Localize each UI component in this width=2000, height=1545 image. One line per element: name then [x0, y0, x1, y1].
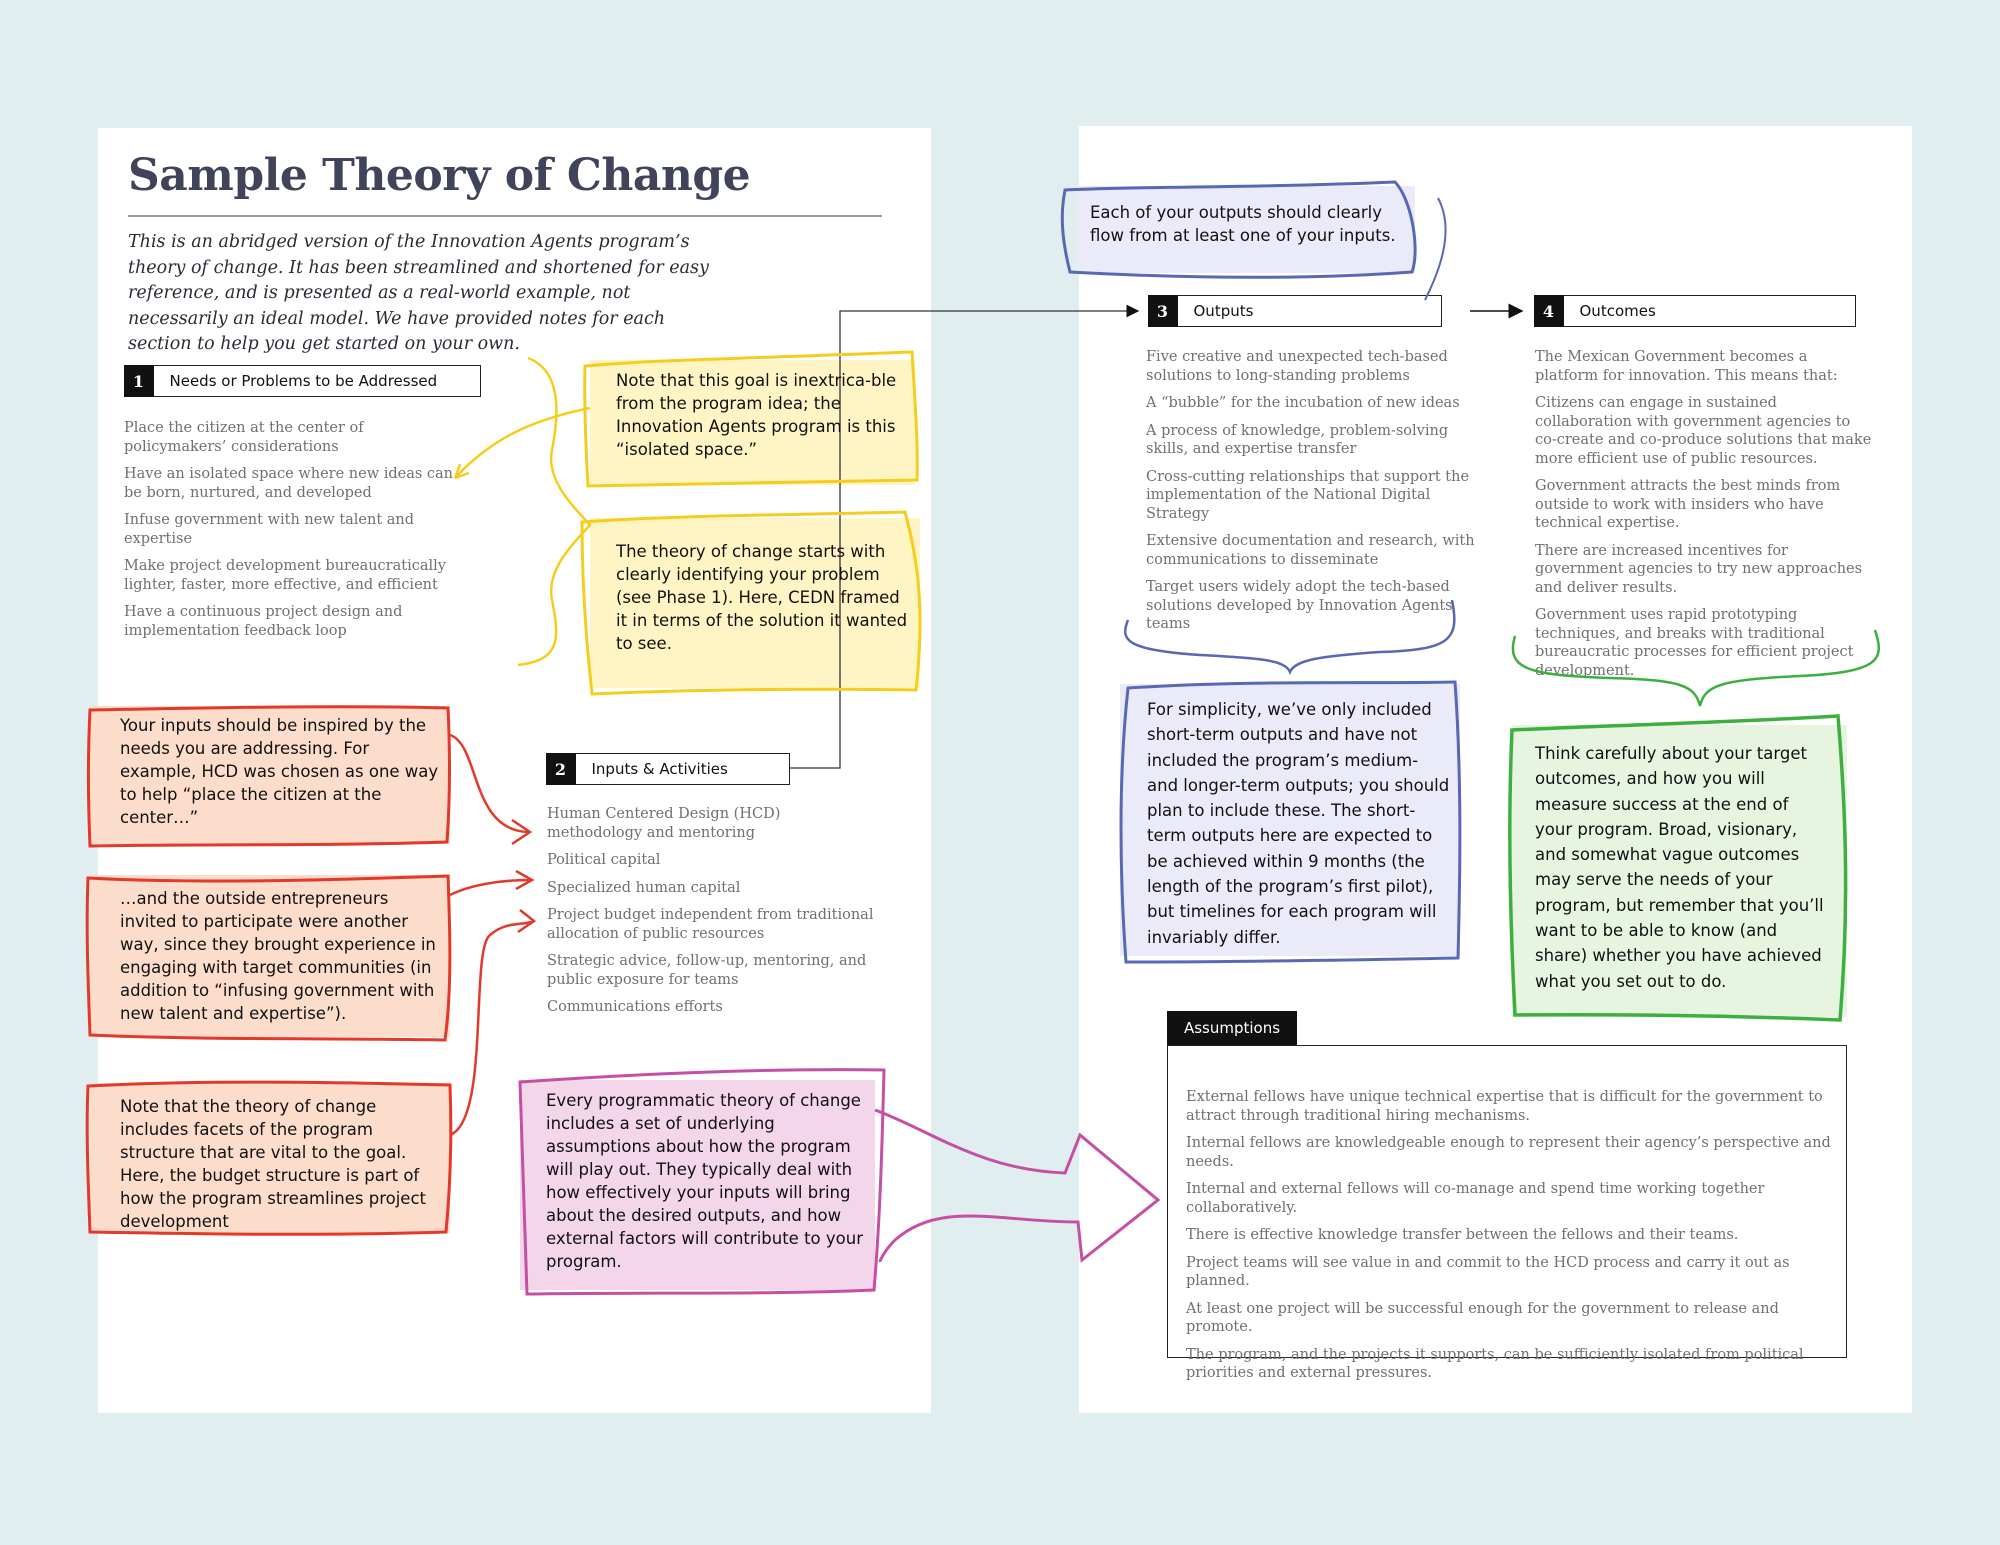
note-entrepreneurs: …and the outside entrepreneurs invited t… — [120, 887, 442, 1025]
inputs-item: Project budget independent from traditio… — [547, 907, 874, 942]
outcomes-item: Government attracts the best minds from … — [1535, 478, 1841, 531]
needs-brace — [517, 356, 592, 667]
needs-list: Place the citizen at the center of polic… — [124, 419, 469, 649]
assumptions-item: Internal and external fellows will co-ma… — [1186, 1181, 1765, 1216]
inputs-item: Human Centered Design (HCD) methodology … — [547, 806, 781, 841]
note-starts-with-bg — [590, 518, 920, 688]
blue-flow-arrow — [1424, 197, 1447, 301]
outcomes-brace — [1511, 629, 1880, 707]
inputs-item: Strategic advice, follow-up, mentoring, … — [547, 953, 867, 988]
page-title: Sample Theory of Change — [128, 150, 751, 201]
note-outcomes-outline — [1508, 714, 1848, 1022]
note-inputs-inspired-outline — [87, 705, 451, 848]
needs-header: 1 Needs or Problems to be Addressed — [123, 365, 481, 397]
outputs-header: 3 Outputs — [1147, 295, 1442, 327]
assumptions-list: External fellows have unique technical e… — [1186, 1088, 1846, 1392]
red-arrow-2 — [449, 878, 531, 897]
assumptions-item: There is effective knowledge transfer be… — [1186, 1227, 1739, 1243]
note-entrepreneurs-bg — [90, 875, 450, 1037]
outputs-item: Target users widely adopt the tech-based… — [1146, 579, 1453, 632]
outcomes-label: Outcomes — [1579, 302, 1656, 320]
note-simplicity: For simplicity, we’ve only included shor… — [1147, 697, 1452, 950]
note-inputs-inspired: Your inputs should be inspired by the ne… — [120, 714, 442, 829]
note-goal-isolated: Note that this goal is inextrica-ble fro… — [616, 369, 906, 461]
note-outputs-flow-bg — [1075, 186, 1415, 273]
red-arrow-1 — [449, 733, 529, 834]
outputs-item: Five creative and unexpected tech-based … — [1146, 349, 1448, 384]
note-entrepreneurs-outline — [85, 874, 452, 1042]
assumptions-item: Internal fellows are knowledgeable enoug… — [1186, 1135, 1831, 1170]
outputs-item: A process of knowledge, problem-solving … — [1146, 422, 1449, 458]
note-inputs-inspired-text: Your inputs should be inspired by the ne… — [120, 716, 439, 827]
needs-item: Infuse government with new talent and ex… — [124, 512, 415, 547]
note-assumptions: Every programmatic theory of change incl… — [546, 1089, 871, 1273]
inputs-to-outputs-connector — [790, 304, 1140, 769]
outcomes-number: 4 — [1533, 295, 1564, 327]
note-outcomes-bg — [1512, 725, 1847, 1017]
outcomes-item: The Mexican Government becomes a platfor… — [1535, 349, 1838, 384]
note-starts-with-outline — [580, 510, 922, 696]
outputs-list: Five creative and unexpected tech-based … — [1146, 348, 1481, 643]
assumptions-item: External fellows have unique technical e… — [1186, 1089, 1823, 1124]
note-assumptions-outline — [518, 1068, 886, 1296]
title-rule — [128, 215, 882, 217]
assumptions-item: At least one project will be successful … — [1186, 1300, 1779, 1336]
note-goal-isolated-bg — [590, 360, 915, 485]
note-inputs-inspired-bg — [90, 706, 450, 844]
outputs-brace — [1124, 599, 1456, 676]
assumptions-big-arrow — [874, 1108, 1161, 1263]
inputs-number: 2 — [545, 753, 576, 785]
note-budget-text: Note that the theory of change includes … — [120, 1097, 426, 1231]
inputs-item: Communications efforts — [547, 999, 723, 1015]
inputs-item: Political capital — [547, 852, 661, 868]
note-outputs-flow-text: Each of your outputs should clearly flow… — [1090, 203, 1396, 245]
outputs-item: A “bubble” for the incubation of new ide… — [1146, 395, 1460, 411]
needs-label: Needs or Problems to be Addressed — [169, 372, 438, 390]
note-budget: Note that the theory of change includes … — [120, 1095, 442, 1233]
assumptions-box — [1167, 1045, 1847, 1358]
inputs-label: Inputs & Activities — [591, 760, 728, 778]
note-outcomes-text: Think carefully about your target outcom… — [1535, 744, 1824, 991]
outputs-label: Outputs — [1193, 302, 1254, 320]
needs-item: Place the citizen at the center of polic… — [124, 420, 364, 455]
note-simplicity-outline — [1119, 680, 1462, 964]
note-budget-outline — [85, 1080, 453, 1236]
outcomes-list: The Mexican Government becomes a platfor… — [1535, 348, 1873, 689]
outcomes-item: Government uses rapid prototyping techni… — [1535, 607, 1854, 679]
needs-number: 1 — [123, 365, 154, 397]
outputs-item: Extensive documentation and research, wi… — [1146, 533, 1475, 568]
red-arrow-3 — [449, 920, 533, 1137]
note-simplicity-text: For simplicity, we’ve only included shor… — [1147, 700, 1450, 947]
note-outcomes: Think carefully about your target outcom… — [1535, 741, 1830, 994]
outcomes-item: There are increased incentives for gover… — [1535, 542, 1863, 596]
needs-item: Have a continuous project design and imp… — [124, 604, 403, 639]
intro-text: This is an abridged version of the Innov… — [128, 232, 709, 354]
outcomes-item: Citizens can engage in sustained collabo… — [1535, 395, 1872, 467]
needs-item: Have an isolated space where new ideas c… — [124, 466, 454, 501]
note-budget-bg — [90, 1083, 450, 1233]
outputs-item: Cross-cutting relationships that support… — [1146, 468, 1470, 522]
note-starts-with: The theory of change starts with clearly… — [616, 540, 911, 655]
inputs-list: Human Centered Design (HCD) methodology … — [547, 805, 877, 1026]
assumptions-item: Project teams will see value in and comm… — [1186, 1254, 1790, 1290]
assumptions-item: The program, and the projects it support… — [1186, 1346, 1804, 1382]
note-outputs-flow-outline — [1060, 180, 1417, 279]
inputs-header: 2 Inputs & Activities — [545, 753, 790, 785]
needs-item: Make project development bureaucraticall… — [124, 558, 446, 593]
outputs-number: 3 — [1147, 295, 1178, 327]
assumptions-label: Assumptions — [1167, 1011, 1297, 1045]
note-entrepreneurs-text: …and the outside entrepreneurs invited t… — [120, 889, 436, 1023]
note-outputs-flow: Each of your outputs should clearly flow… — [1090, 201, 1405, 247]
inputs-item: Specialized human capital — [547, 879, 741, 896]
note-simplicity-bg — [1120, 684, 1460, 956]
outcomes-header: 4 Outcomes — [1533, 295, 1856, 327]
note-goal-isolated-text: Note that this goal is inextrica-ble fro… — [616, 371, 897, 459]
note-assumptions-bg — [520, 1080, 875, 1290]
note-assumptions-text: Every programmatic theory of change incl… — [546, 1091, 863, 1271]
note-goal-isolated-outline — [583, 350, 919, 488]
yellow-pointer — [454, 406, 591, 479]
note-starts-with-text: The theory of change starts with clearly… — [616, 542, 908, 653]
